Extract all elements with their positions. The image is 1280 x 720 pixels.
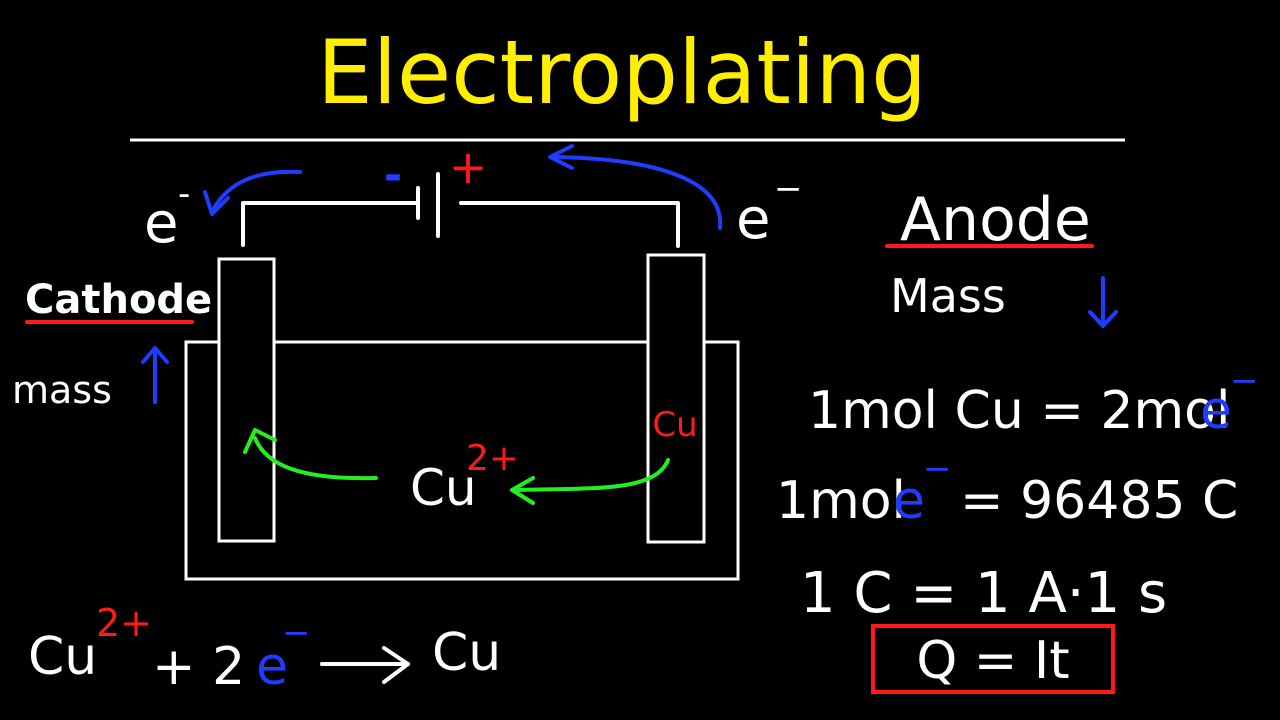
cathode-electrode (217, 257, 276, 543)
reaction-product: Cu (432, 623, 501, 683)
mol-cu-equation: 1mol Cu = 2mol (808, 381, 1230, 441)
mol-cu-electron-charge: − (1230, 361, 1259, 401)
mass-decrease-arrow (1088, 276, 1118, 328)
electron-right-charge: − (774, 169, 803, 209)
charge-formula-box (871, 624, 1115, 694)
electron-flow-right-arrow (548, 144, 723, 230)
battery-positive-label: + (449, 140, 488, 194)
cathode-mass-label: mass (12, 368, 112, 412)
mass-increase-arrow (141, 346, 169, 404)
electron-left-charge: - (178, 174, 190, 214)
reaction-reactant: Cu (28, 627, 97, 687)
ion-flow-arrow-anode (510, 458, 670, 505)
charge-formula: Q = It (916, 631, 1069, 691)
electron-right-label: e (736, 187, 770, 252)
coulomb-definition: 1 C = 1 A·1 s (800, 561, 1167, 626)
battery-symbol (416, 172, 440, 238)
copper-ion-charge: 2+ (466, 438, 519, 479)
page-title: Electroplating (317, 21, 927, 124)
battery-negative-label: - (384, 150, 402, 201)
electron-left-label: e (144, 191, 178, 256)
faraday-equation-right: = 96485 C (960, 471, 1238, 531)
ion-flow-arrow-cathode (243, 428, 378, 481)
electrolyte-container (184, 340, 740, 581)
anode-mass-label: Mass (890, 269, 1006, 323)
anode-metal-label: Cu (652, 405, 697, 445)
faraday-equation-left: 1mol (776, 471, 906, 531)
electron-flow-left-arrow (203, 169, 302, 216)
mol-cu-electron: e (1200, 381, 1232, 441)
anode-electrode (646, 253, 706, 544)
copper-ion-label: Cu (410, 459, 477, 517)
circuit-wire (241, 201, 680, 248)
faraday-electron: e (893, 471, 925, 531)
reaction-electron-charge: − (282, 613, 311, 653)
faraday-electron-charge: − (923, 449, 952, 489)
reaction-electron: e (256, 637, 288, 697)
reaction-plus-two: + 2 (152, 637, 245, 697)
anode-label: Anode (900, 185, 1091, 255)
reaction-reactant-charge: 2+ (96, 601, 152, 645)
cathode-label: Cathode (25, 277, 212, 323)
reaction-arrow (320, 646, 410, 684)
